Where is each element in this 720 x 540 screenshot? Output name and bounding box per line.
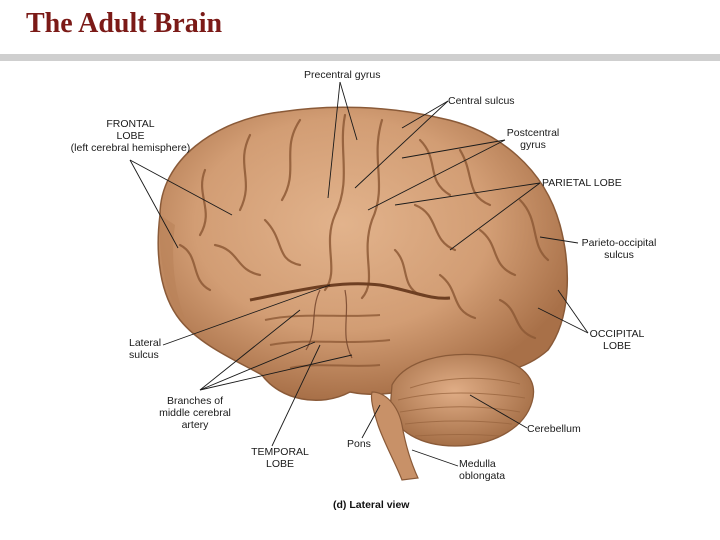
label-cerebellum: Cerebellum (527, 423, 581, 435)
cerebellum-shape (389, 353, 535, 447)
label-medulla-line1: Medulla (459, 458, 496, 470)
label-lateral-sulcus-line1: Lateral (129, 337, 162, 349)
label-temporal-lobe: TEMPORAL LOBE (245, 446, 315, 470)
label-mca-branches: Branches of middle cerebral artery (150, 395, 240, 431)
label-temporal-lobe-line2: LOBE (265, 458, 294, 470)
slide-title: The Adult Brain (26, 8, 223, 39)
label-parieto-occipital-sulcus: Parieto-occipital sulcus (576, 237, 662, 261)
label-parieto-occipital-line2: sulcus (604, 249, 634, 261)
label-precentral-gyrus: Precentral gyrus (304, 69, 381, 81)
label-medulla-oblongata: Medulla oblongata (459, 458, 505, 482)
label-mca-branches-line3: artery (181, 419, 209, 431)
label-occipital-lobe-line2: LOBE (602, 340, 631, 352)
caption-tag: (d) (333, 499, 347, 511)
label-central-sulcus: Central sulcus (448, 95, 515, 107)
label-occipital-lobe: OCCIPITAL LOBE (583, 328, 651, 352)
label-pons: Pons (347, 438, 371, 450)
label-lateral-sulcus: Lateral sulcus (129, 337, 161, 361)
label-occipital-lobe-line1: OCCIPITAL (589, 328, 645, 340)
label-parietal-lobe: PARIETAL LOBE (542, 177, 622, 189)
label-lateral-sulcus-line2: sulcus (129, 349, 159, 361)
label-frontal-lobe-line3: (left cerebral hemisphere) (70, 142, 191, 154)
label-postcentral-gyrus-line2: gyrus (520, 139, 546, 151)
label-frontal-lobe-line1: FRONTAL (106, 118, 155, 130)
label-postcentral-gyrus-line1: Postcentral (506, 127, 560, 139)
label-mca-branches-line2: middle cerebral (159, 407, 231, 419)
label-mca-branches-line1: Branches of (166, 395, 224, 407)
cerebrum-shape (157, 106, 569, 402)
label-temporal-lobe-line1: TEMPORAL (251, 446, 309, 458)
title-divider (0, 54, 720, 61)
leader-lines (129, 81, 589, 467)
label-medulla-line2: oblongata (459, 470, 506, 482)
label-frontal-lobe-line2: LOBE (116, 130, 145, 142)
label-frontal-lobe: FRONTAL LOBE (left cerebral hemisphere) (68, 118, 193, 154)
figure-caption: (d) Lateral view (333, 499, 409, 511)
caption-text: Lateral view (349, 499, 410, 511)
lateral-sulcus-line (249, 282, 451, 302)
label-parieto-occipital-line1: Parieto-occipital (581, 237, 657, 249)
label-postcentral-gyrus: Postcentral gyrus (500, 127, 566, 151)
